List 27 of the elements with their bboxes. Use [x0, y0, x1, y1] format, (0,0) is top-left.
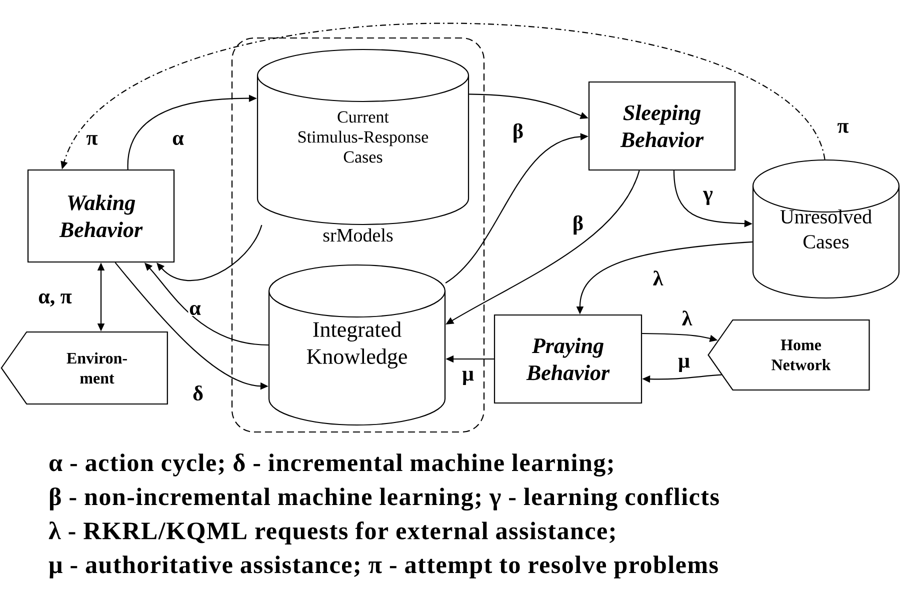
legend-text: μ - authoritative assistance; π - attempt to resolve problems [48, 556, 718, 578]
database-cylinder: Current Stimulus-Response Cases [256, 48, 470, 226]
edge-label: γ [702, 190, 714, 206]
edge-label: μ [461, 370, 475, 386]
legend-text: β - non-incremental machine learning; γ - learning conflicts [50, 487, 719, 511]
arrow [156, 224, 262, 282]
process-box: Waking Behavior [27, 169, 175, 263]
edge-label: λ [680, 310, 694, 326]
database-cylinder: Integrated Knowledge [268, 264, 446, 426]
edge-label: β [571, 214, 585, 236]
edge-label: β [511, 122, 525, 144]
edge-label: π [85, 134, 99, 146]
process-box: Sleeping Behavior [588, 81, 736, 171]
legend-text: α - action cycle; δ - incremental machine learning; [49, 454, 613, 476]
edge-label: λ [652, 270, 664, 286]
legend-text: λ - RKRL/KQML requests for external assistance; [48, 522, 615, 544]
edge-label: α [171, 134, 185, 146]
edge-label: μ [677, 356, 691, 374]
edge-label: δ [192, 384, 204, 402]
process-box: Praying Behavior [494, 314, 642, 404]
pentagon-tag: Environ- ment [0, 331, 168, 405]
edge-label: α, π [37, 292, 73, 308]
pentagon-tag: Home Network [708, 319, 870, 391]
symbol-label: π [838, 123, 849, 133]
edge-label: α [188, 304, 202, 316]
node-label: Unresolved Cases [780, 209, 872, 249]
database-cylinder: Unresolved Cases [752, 159, 900, 299]
